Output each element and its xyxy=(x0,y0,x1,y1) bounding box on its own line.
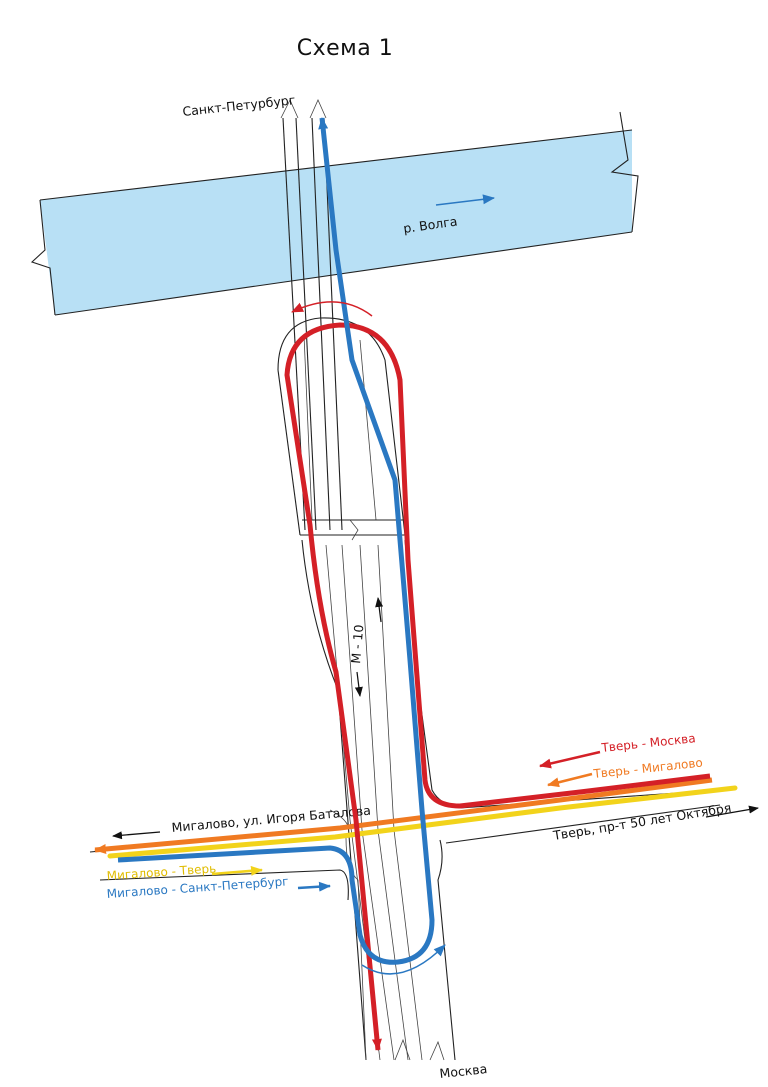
south-turn-arrow xyxy=(361,944,446,975)
river-volga: р. Волга xyxy=(30,111,639,316)
legend-right: Тверь - Москва Тверь - Мигалово xyxy=(539,731,703,788)
river-label: р. Волга xyxy=(402,214,458,236)
south-destination-label: Москва xyxy=(439,1061,488,1081)
route-tver-moskva xyxy=(284,322,711,1051)
diagram-title: Схема 1 xyxy=(296,36,394,61)
legend-tver-moskva: Тверь - Москва xyxy=(600,731,696,755)
east-direction-arrow xyxy=(705,805,759,818)
north-turn-arrow xyxy=(291,301,373,317)
north-loop xyxy=(277,317,406,541)
north-destination-label: Санкт-Петурбург xyxy=(182,92,296,119)
river-flow-arrow xyxy=(435,194,495,206)
north-bridge: Санкт-Петурбург xyxy=(182,92,343,531)
route-migalovo-spb xyxy=(117,117,435,965)
legend-left: Мигалово - Тверь Мигалово - Санкт-Петерб… xyxy=(106,861,331,901)
west-direction-arrow xyxy=(112,831,161,840)
highway-label: М - 10 xyxy=(348,624,366,664)
route-migalovo-tver xyxy=(107,785,738,859)
route-tver-migalovo xyxy=(94,777,713,854)
